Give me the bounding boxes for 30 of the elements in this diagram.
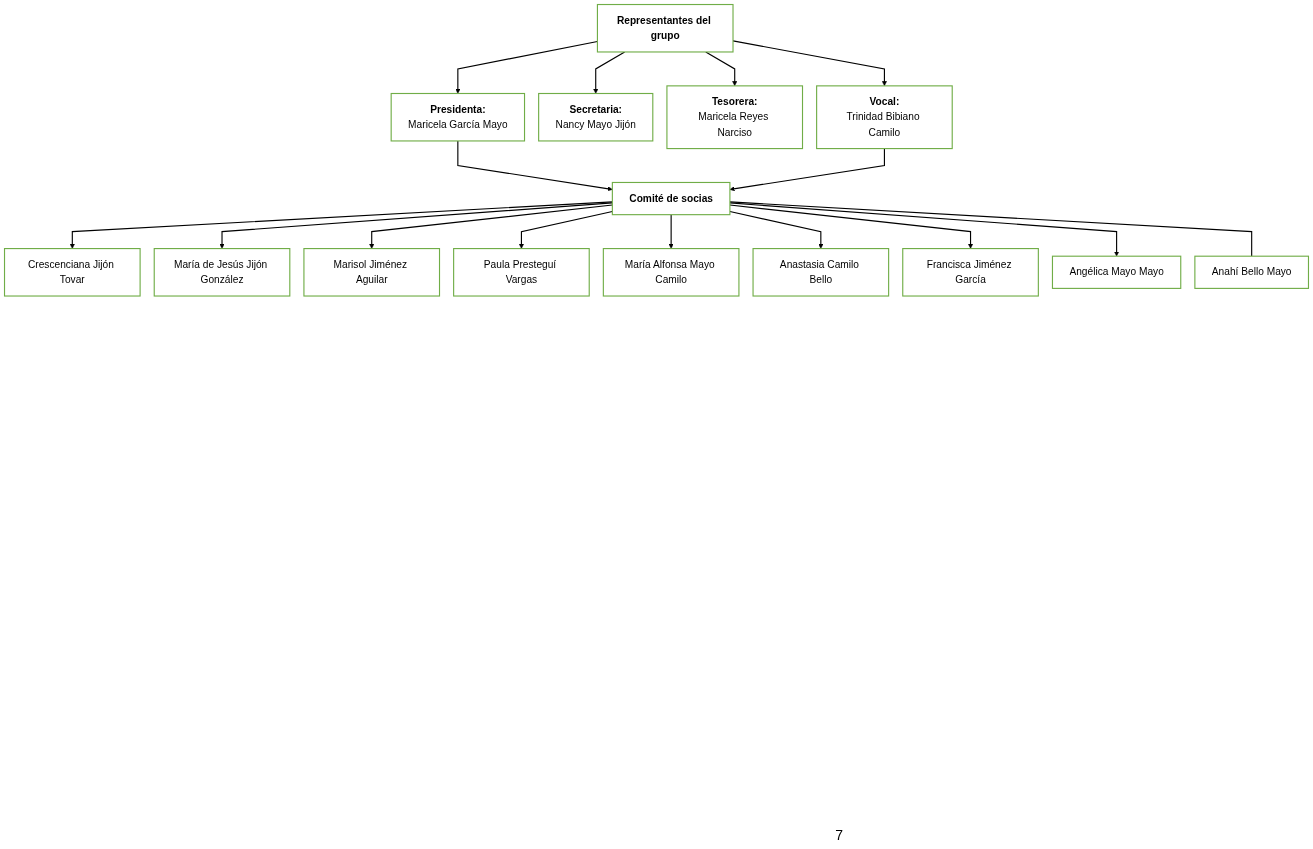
node-box: Representantes del grupo bbox=[596, 3, 734, 53]
arrow bbox=[518, 211, 613, 249]
node-box: María de Jesús Jijón González bbox=[153, 248, 291, 297]
node-box: Vocal: Trinidad Bibiano Camilo bbox=[816, 85, 953, 150]
node-box: Crescenciana Jijón Tovar bbox=[3, 248, 141, 297]
node-box: Presidenta: Maricela García Mayo bbox=[390, 92, 526, 142]
arrow bbox=[705, 51, 738, 87]
node-box: María Alfonsa Mayo Camilo bbox=[602, 248, 740, 297]
node-box: Tesorera: Maricela Reyes Narciso bbox=[666, 85, 804, 150]
arrow bbox=[729, 211, 824, 249]
arrow bbox=[729, 148, 885, 192]
node-box: Paula Presteguí Vargas bbox=[453, 248, 590, 297]
page-number: 7 bbox=[835, 827, 843, 843]
node-box: Secretaria: Nancy Mayo Jijón bbox=[538, 92, 654, 142]
arrow bbox=[668, 214, 674, 249]
node-box: Anahí Bello Mayo bbox=[1194, 255, 1310, 289]
node-box: Anastasia Camilo Bello bbox=[752, 248, 890, 297]
arrow bbox=[455, 40, 598, 94]
arrow bbox=[729, 202, 1120, 257]
arrow bbox=[69, 201, 613, 249]
arrow bbox=[729, 204, 974, 249]
connector bbox=[729, 201, 1253, 257]
arrow bbox=[457, 140, 613, 192]
arrow bbox=[593, 51, 626, 94]
node-box: Angélica Mayo Mayo bbox=[1051, 255, 1182, 289]
node-box: Comité de socias bbox=[611, 181, 731, 216]
arrow bbox=[219, 202, 613, 249]
node-box: Francisca Jiménez García bbox=[902, 248, 1039, 297]
node-box: Marisol Jiménez Aguilar bbox=[303, 248, 441, 297]
arrow bbox=[369, 204, 613, 249]
